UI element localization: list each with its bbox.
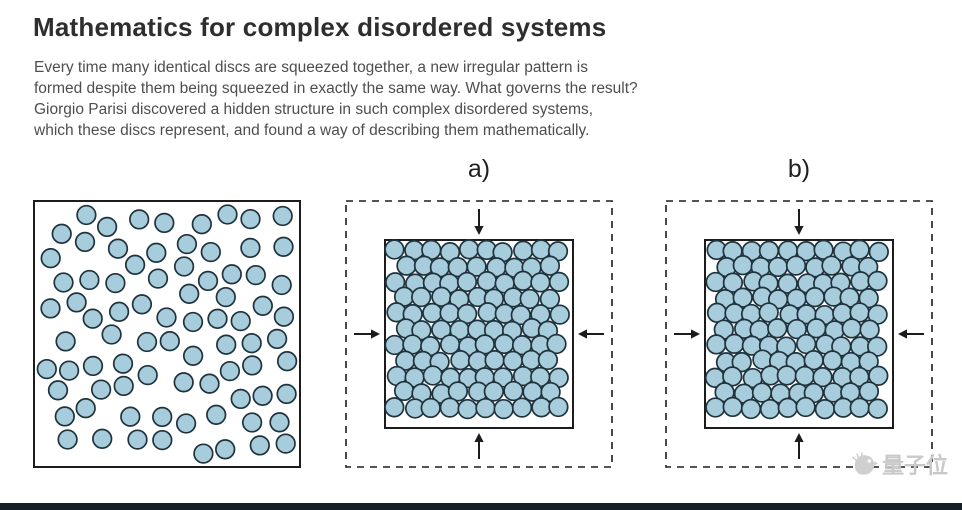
description: Every time many identical discs are sque… (34, 57, 638, 141)
description-line: Giorgio Parisi discovered a hidden struc… (34, 101, 594, 118)
description-line: formed despite them being squeezed in ex… (34, 80, 638, 97)
bottom-bar (0, 503, 962, 510)
page-title: Mathematics for complex disordered syste… (33, 12, 607, 42)
qbitai-logo-icon (852, 452, 878, 475)
description-line: Every time many identical discs are sque… (34, 59, 588, 76)
disc-illustration (665, 200, 933, 468)
panel-b-label: b) (787, 155, 811, 183)
disc-illustration (345, 200, 613, 468)
description-line: which these discs represent, and found a… (34, 122, 590, 139)
watermark: 量子位 (849, 448, 948, 480)
panel-a-label: a) (467, 155, 491, 183)
squeeze-panel-a (345, 200, 613, 468)
loose-discs-panel (33, 200, 301, 468)
watermark-text: 量子位 (881, 453, 948, 478)
squeeze-panel-b (665, 200, 933, 468)
disc-illustration (33, 200, 301, 468)
